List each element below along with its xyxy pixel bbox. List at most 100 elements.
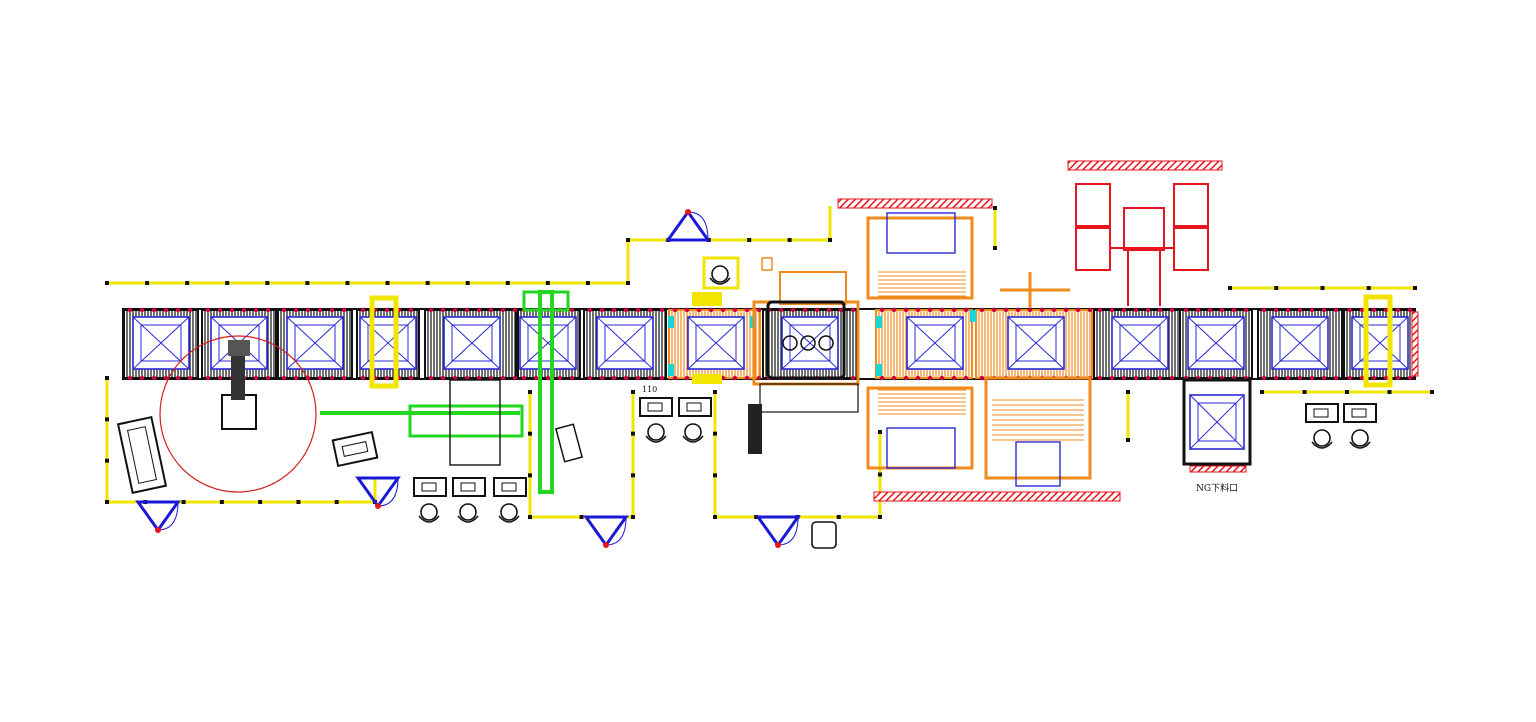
roller-dot — [756, 375, 762, 381]
control-panel-icon — [493, 477, 527, 497]
fence-post — [1126, 390, 1130, 394]
roller-dot — [476, 307, 482, 313]
fence-post — [585, 281, 590, 285]
yellow-block — [692, 292, 722, 306]
roller-dot — [500, 307, 506, 313]
safety-door-icon — [135, 500, 181, 533]
pallet-diagonal — [596, 316, 654, 370]
roller-dot — [1359, 375, 1365, 381]
table-outline — [331, 430, 379, 468]
pallet-icon — [1111, 316, 1169, 370]
roller-dot — [1075, 307, 1081, 313]
fence-line — [105, 378, 377, 504]
safety-door-icon — [665, 209, 711, 242]
roller-dot — [1207, 307, 1213, 313]
pallet-icon — [1271, 316, 1329, 370]
fence-post — [878, 472, 882, 477]
pallet-inner — [367, 324, 409, 362]
panel-outline — [413, 477, 447, 497]
fence-post — [1260, 390, 1264, 394]
roller-dot — [151, 375, 157, 381]
roller-dot — [476, 375, 482, 381]
section-frame — [1179, 309, 1253, 379]
roller-dot — [903, 307, 909, 313]
roller-dot — [384, 375, 390, 381]
operator-head — [684, 423, 702, 441]
roller-dot — [1383, 307, 1389, 313]
fence-post — [305, 281, 310, 285]
orange-equipment — [748, 212, 1092, 487]
roller-dot — [139, 375, 145, 381]
pallet-icon — [519, 316, 577, 370]
roller-dot — [1333, 375, 1339, 381]
roller-dot — [826, 307, 832, 313]
roller-dot — [440, 307, 446, 313]
roller-dot — [187, 375, 193, 381]
roller-dot — [329, 375, 335, 381]
pallet-diagonal — [443, 316, 501, 370]
operator-icon — [418, 503, 440, 523]
pallet-diagonal — [1271, 316, 1329, 370]
roller-dot — [293, 375, 299, 381]
fence-post — [505, 281, 510, 285]
roller-dot — [175, 307, 181, 313]
door-swing — [605, 516, 627, 546]
door-latch — [685, 209, 691, 215]
roller-dot — [927, 307, 933, 313]
gantry-support — [449, 379, 501, 466]
robot-base — [221, 394, 257, 430]
table-inner — [341, 441, 369, 457]
fence-post — [219, 500, 224, 504]
roller-dot — [891, 307, 897, 313]
hatched-wall — [1067, 160, 1223, 171]
roller-dot — [708, 307, 714, 313]
pallet-icon — [596, 316, 654, 370]
roller-dot — [265, 375, 271, 381]
roller-dot — [1133, 375, 1139, 381]
pallet-icon — [1187, 316, 1245, 370]
roller-dot — [1347, 375, 1353, 381]
roller-dot — [611, 375, 617, 381]
pallet-inner — [1195, 324, 1237, 362]
fence-post — [1366, 286, 1371, 290]
pallet-inner — [1119, 324, 1161, 362]
roller-dot — [1219, 307, 1225, 313]
roller-dot — [623, 375, 629, 381]
roller-dot — [1383, 375, 1389, 381]
fence-post — [181, 500, 186, 504]
yellow-station — [702, 256, 740, 290]
operator-head — [1313, 429, 1331, 447]
pallet-icon — [1351, 316, 1409, 370]
panel-outline — [1305, 403, 1339, 423]
roller-dot — [1321, 307, 1327, 313]
blue-fixture — [886, 427, 956, 469]
operator-icon — [645, 423, 667, 443]
fence-post — [1228, 286, 1232, 290]
roller-dot — [281, 375, 287, 381]
roller-dot — [1359, 307, 1365, 313]
fence-post — [878, 515, 882, 519]
roller-dot — [963, 375, 969, 381]
door-leaf — [583, 515, 629, 548]
roller-dot — [1243, 307, 1249, 313]
roller-dot — [647, 375, 653, 381]
roller-dot — [915, 307, 921, 313]
operator-head — [1351, 429, 1369, 447]
pallet-diagonal — [132, 316, 190, 370]
roller-dot — [915, 375, 921, 381]
fence-post — [993, 246, 997, 250]
door-leaf — [135, 500, 181, 533]
fixture-table — [331, 430, 379, 468]
fence-post — [105, 500, 109, 504]
operator-body — [645, 435, 667, 443]
roller-dot — [623, 307, 629, 313]
control-panel-icon — [639, 397, 673, 417]
orange-hood — [779, 271, 847, 305]
roller-dot — [991, 307, 997, 313]
roller-dot — [521, 375, 527, 381]
roller-dot — [217, 307, 223, 313]
camera-lens — [800, 335, 816, 351]
roller-dot — [979, 375, 985, 381]
roller-dot — [672, 307, 678, 313]
operator-body — [709, 277, 731, 285]
